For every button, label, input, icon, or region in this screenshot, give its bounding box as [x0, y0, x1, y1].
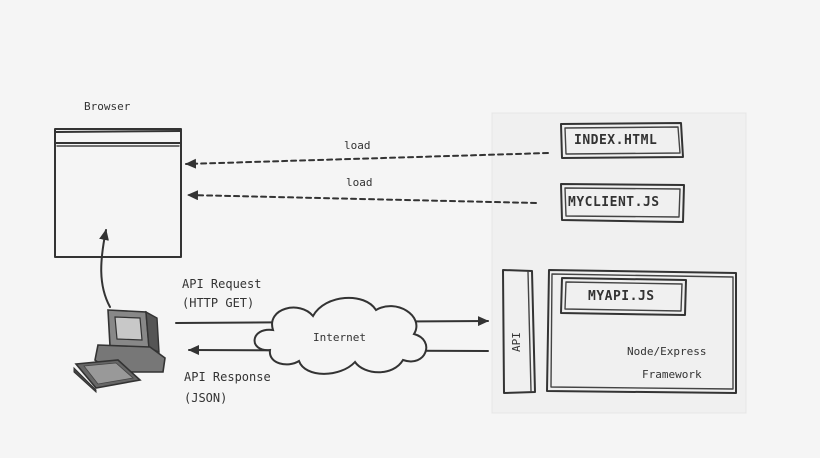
api-tab [502, 269, 536, 394]
request-label-line1: API Request [182, 277, 262, 291]
myclient-js-box [560, 183, 685, 223]
response-label-line1: API Response [184, 370, 271, 384]
framework-label-line2: Framework [642, 368, 702, 381]
computer-icon [73, 309, 166, 394]
load-label-bottom: load [346, 176, 373, 189]
internet-cloud [253, 297, 428, 375]
index-html-box [560, 122, 684, 159]
framework-box [546, 269, 737, 394]
myapi-js-box [560, 277, 687, 316]
load-arrow-client [187, 190, 537, 204]
request-label-line2: (HTTP GET) [182, 296, 255, 310]
browser-window [54, 128, 182, 258]
computer-to-browser-arrow [99, 229, 111, 308]
api-tab-label: API [510, 332, 523, 352]
internet-label: Internet [313, 331, 366, 344]
browser-title: Browser [84, 100, 131, 113]
framework-label-line1: Node/Express [627, 345, 707, 358]
myclient-js-label: MYCLIENT.JS [568, 195, 660, 210]
response-label-line2: (JSON) [184, 391, 228, 405]
load-label-top: load [344, 139, 371, 152]
index-html-label: INDEX.HTML [574, 133, 658, 148]
myapi-js-label: MYAPI.JS [588, 289, 655, 304]
load-arrow-index [185, 152, 549, 169]
